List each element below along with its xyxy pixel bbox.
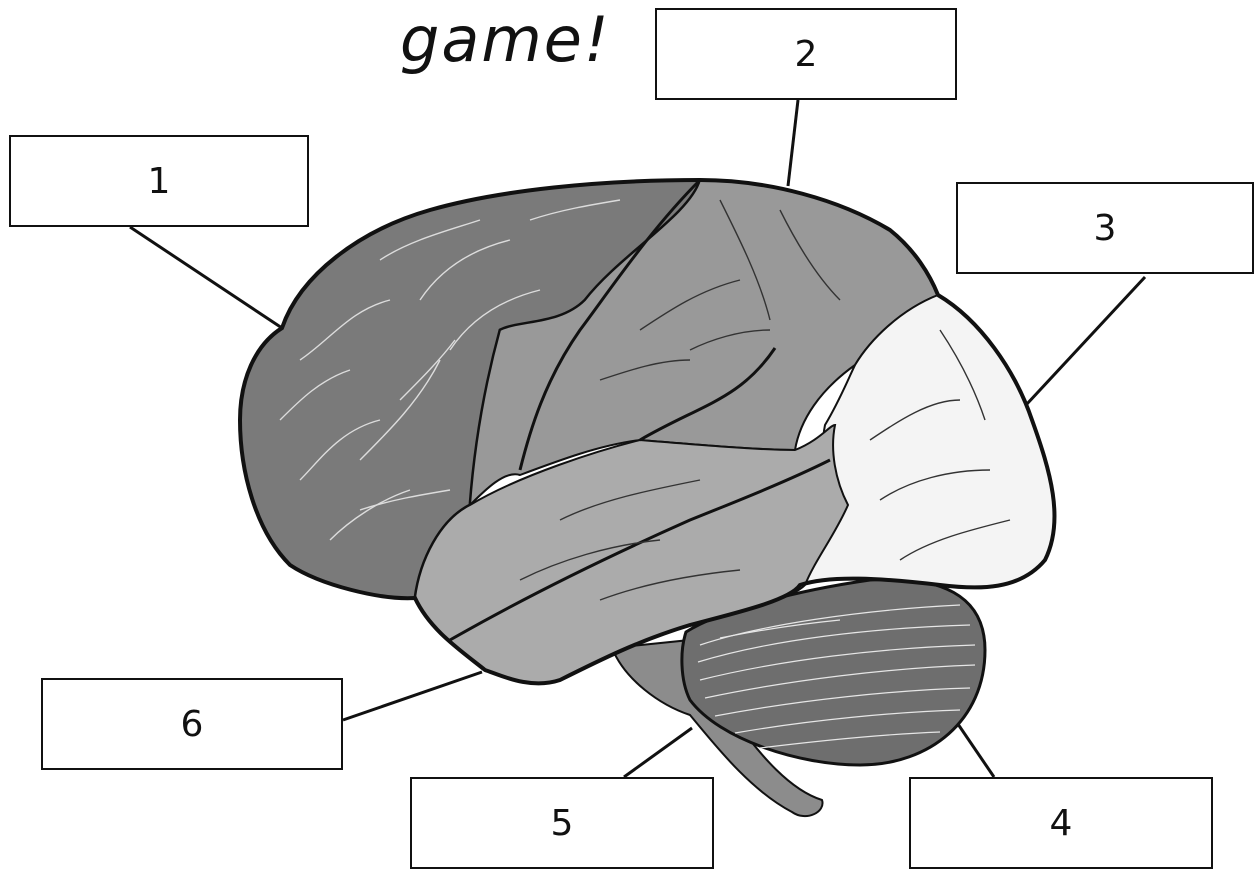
label-box-4[interactable]: 4 (909, 777, 1213, 869)
label-box-5[interactable]: 5 (410, 777, 714, 869)
leader-line-1 (130, 227, 282, 328)
leader-line-2 (788, 100, 798, 186)
label-box-6[interactable]: 6 (41, 678, 343, 770)
label-box-3[interactable]: 3 (956, 182, 1254, 274)
leader-line-6 (343, 672, 482, 720)
label-box-2[interactable]: 2 (655, 8, 957, 100)
leader-line-5 (624, 728, 692, 777)
label-box-1[interactable]: 1 (9, 135, 309, 227)
worksheet-heading: game! (400, 0, 611, 90)
leader-line-3 (1026, 277, 1145, 405)
